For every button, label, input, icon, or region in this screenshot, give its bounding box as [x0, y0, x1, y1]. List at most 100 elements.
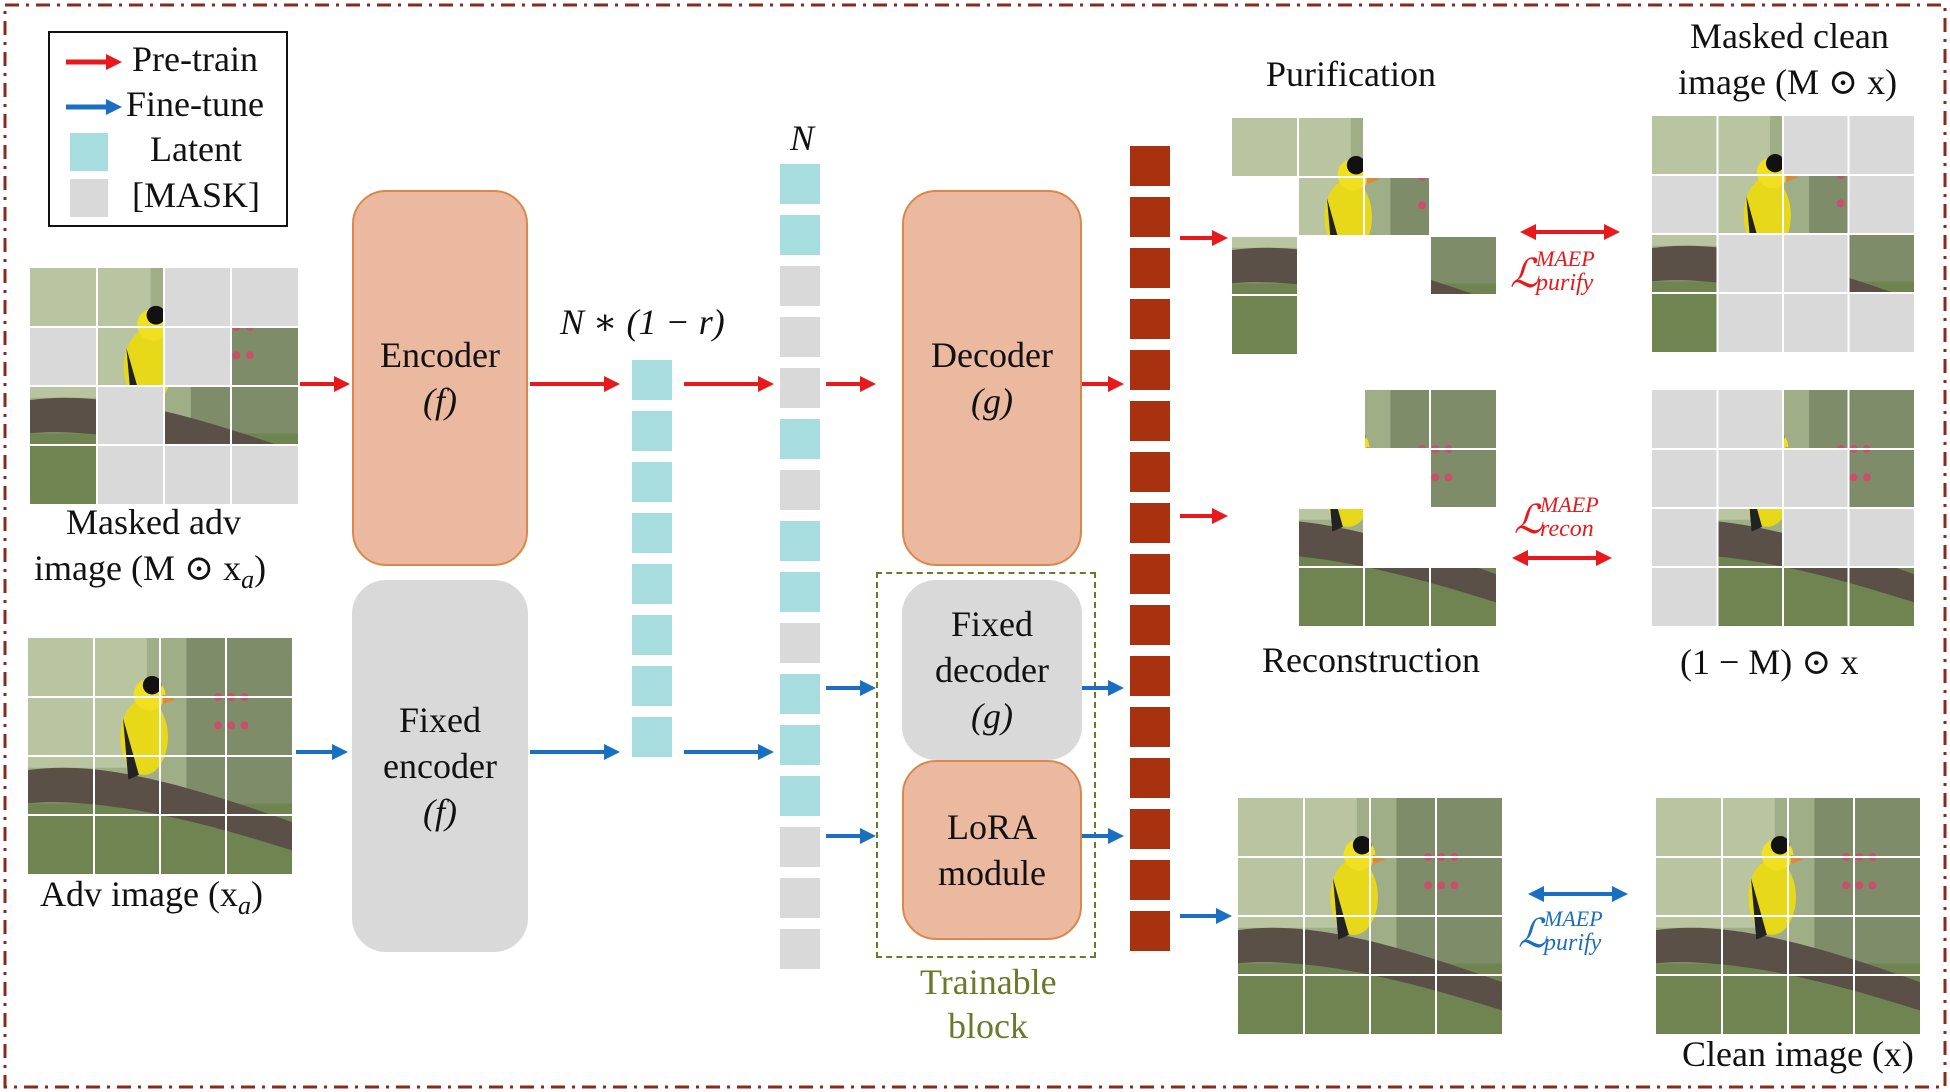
- photo-background-dark: [1814, 798, 1920, 964]
- latent-token: [780, 725, 820, 765]
- legend-pretrain-label: Pre-train: [132, 39, 258, 79]
- pretrain-arrow-icon: [66, 54, 122, 70]
- inverse-mask-label: (1 − M) ⊙ x: [1680, 642, 1859, 682]
- empty-patch: [1297, 390, 1365, 450]
- loss-superscript: MAEP: [1540, 492, 1599, 517]
- bird-cap: [1352, 835, 1372, 855]
- decoder-label: Decoder: [931, 335, 1053, 375]
- trainable-label-2: block: [948, 1006, 1028, 1046]
- arrow-finetune-output-head: [1216, 908, 1232, 924]
- decoder-symbol: (g): [971, 381, 1013, 421]
- mask-patch: [1848, 508, 1914, 567]
- empty-patch: [1232, 566, 1299, 626]
- blossom: [1855, 881, 1864, 890]
- arrow-finetune-decoder-out-head: [1108, 680, 1124, 696]
- loss-arrow-recon-pretrain-head: [1512, 550, 1528, 566]
- latent-token: [780, 419, 820, 459]
- empty-patch: [1297, 235, 1365, 296]
- empty-patch: [1232, 507, 1299, 568]
- empty-patch: [1232, 390, 1299, 450]
- mask-patch: [1783, 293, 1849, 352]
- reconstruction-output-image: [1232, 390, 1496, 626]
- mask-token: [780, 266, 820, 306]
- blossom: [1868, 881, 1877, 890]
- latent-token: [780, 776, 820, 816]
- adv-image-label: Adv image (xa): [40, 874, 263, 921]
- mask-patch: [1652, 508, 1718, 567]
- legend: Pre-train Fine-tune Latent [MASK]: [48, 31, 288, 227]
- mask-token: [780, 368, 820, 408]
- inverse-masked-clean-image: [1652, 390, 1914, 626]
- arrow-finetune-lora-head: [860, 828, 876, 844]
- full-token-count-label: N: [790, 118, 815, 158]
- output-token: [1130, 248, 1170, 288]
- loss-arrow-purify-pretrain-head: [1520, 224, 1536, 240]
- visible-token-count-label: N ∗ (1 − r): [560, 302, 725, 342]
- mask-patch: [1717, 234, 1783, 293]
- mask-patch: [1783, 116, 1849, 175]
- latent-token: [780, 572, 820, 612]
- fixed-encoder-block: Fixed encoder (f): [352, 580, 528, 952]
- bird-cap: [1770, 835, 1790, 855]
- mask-patch: [1783, 449, 1849, 508]
- empty-patch: [1429, 507, 1496, 568]
- decoder-block: Decoder (g): [902, 190, 1082, 566]
- bird-cap: [1346, 155, 1366, 175]
- blossom: [1862, 473, 1871, 482]
- visible-latent-token: [632, 717, 672, 757]
- loss-recon-pretrain: ℒ MAEP recon: [1514, 492, 1644, 552]
- arrow-finetune-fixed-decoder-head: [860, 680, 876, 696]
- bird-cap: [1765, 154, 1785, 173]
- loss-purify-pretrain: ℒ MAEP purify: [1510, 246, 1640, 306]
- output-token-column: [1130, 146, 1170, 951]
- purification-label: Purification: [1266, 54, 1436, 94]
- loss-arrow-purify-pretrain-head: [1604, 224, 1620, 240]
- latent-token: [780, 521, 820, 561]
- legend-finetune-label: Fine-tune: [126, 84, 264, 124]
- mask-patch: [1783, 508, 1849, 567]
- output-token: [1130, 911, 1170, 951]
- mask-token: [780, 470, 820, 510]
- loss-subscript: recon: [1540, 516, 1594, 542]
- blossom: [232, 351, 241, 360]
- mask-patch: [231, 268, 298, 327]
- output-token: [1130, 452, 1170, 492]
- latent-swatch: [70, 133, 108, 171]
- finetune-output-image: [1238, 798, 1502, 1034]
- visible-latent-token: [632, 615, 672, 655]
- mask-patch: [1717, 449, 1783, 508]
- photo-background-dark: [186, 638, 292, 804]
- mask-token: [780, 827, 820, 867]
- loss-superscript: MAEP: [1544, 906, 1603, 931]
- blossom: [1842, 881, 1851, 890]
- output-token: [1130, 656, 1170, 696]
- encoder-label: Encoder: [380, 335, 500, 375]
- fixed-decoder-label-2: decoder: [935, 650, 1049, 690]
- blossom: [227, 721, 236, 730]
- encoder-block: Encoder (f): [352, 190, 528, 566]
- arrow-pretrain-purify-head: [1212, 230, 1228, 246]
- fixed-encoder-symbol: (f): [423, 792, 457, 832]
- blossom: [1424, 881, 1433, 890]
- latent-token: [780, 674, 820, 714]
- clean-image-label: Clean image (x): [1682, 1034, 1914, 1074]
- lora-label-1: LoRA: [947, 807, 1037, 847]
- masked-adv-label-line1: Masked adv: [66, 502, 241, 542]
- output-token: [1130, 350, 1170, 390]
- visible-latent-token: [632, 462, 672, 502]
- arrow-pretrain-latent-head: [758, 376, 774, 392]
- blossom: [245, 351, 254, 360]
- empty-patch: [1429, 176, 1496, 237]
- loss-arrow-purify-finetune-head: [1528, 886, 1544, 902]
- finetune-arrow-icon: [66, 99, 122, 115]
- mask-swatch: [70, 179, 108, 217]
- empty-patch: [1363, 448, 1431, 509]
- mask-patch: [97, 445, 164, 504]
- empty-patch: [1363, 118, 1431, 178]
- arrow-finetune-lora-out-head: [1108, 828, 1124, 844]
- output-token: [1130, 860, 1170, 900]
- fixed-encoder-label-1: Fixed: [398, 700, 481, 740]
- output-token: [1130, 554, 1170, 594]
- output-token: [1130, 401, 1170, 441]
